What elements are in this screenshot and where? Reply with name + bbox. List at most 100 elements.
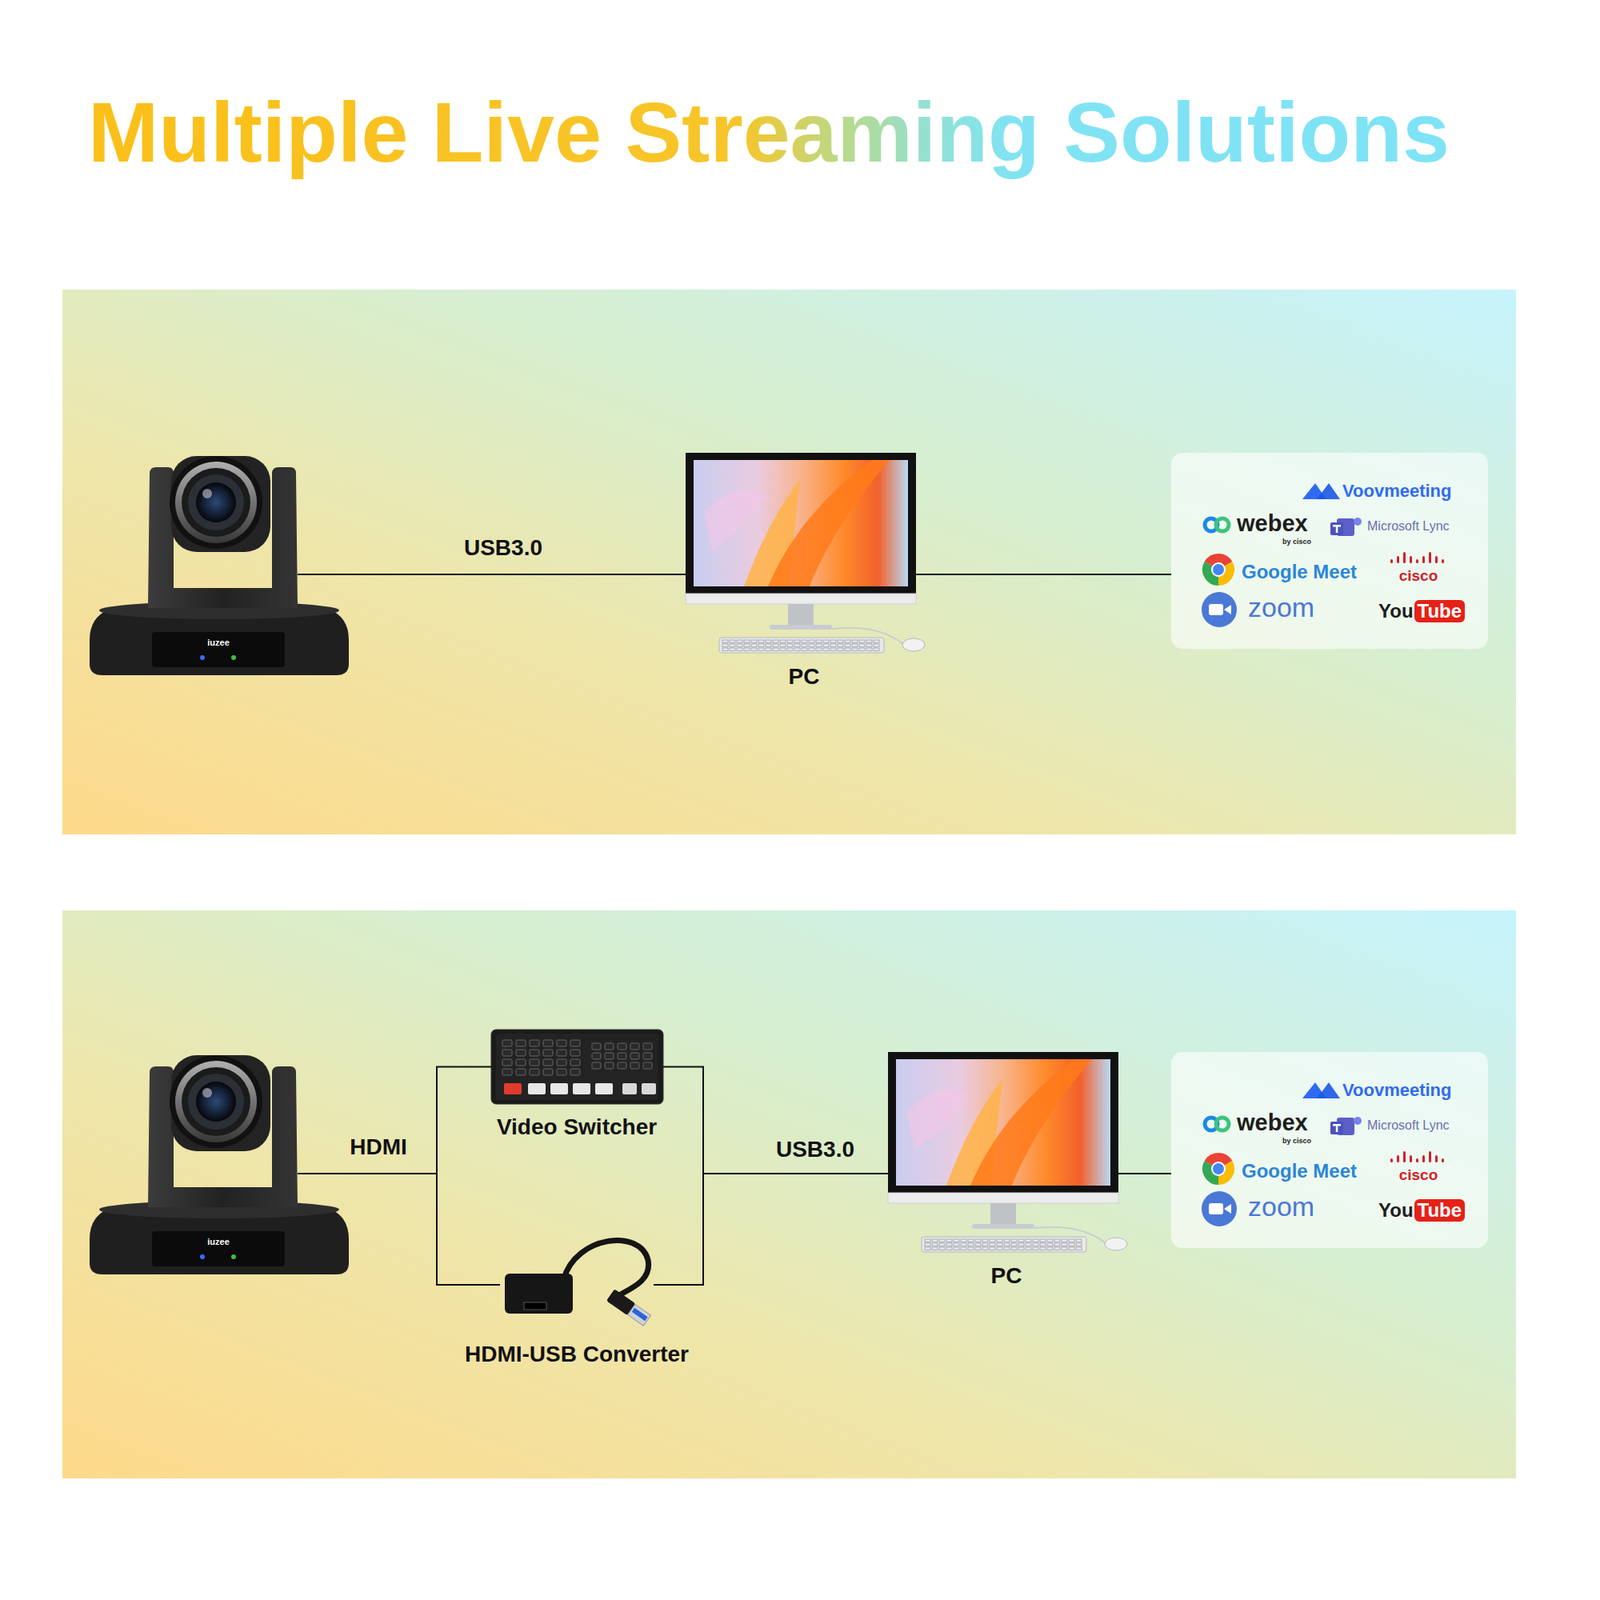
illustration-part — [816, 644, 822, 648]
illustration-part — [1032, 1243, 1039, 1247]
illustration-part — [946, 1239, 952, 1243]
platform-box: Voovmeetingwebexby ciscoMicrosoft LyncGo… — [1171, 452, 1488, 649]
illustration-part — [772, 648, 779, 652]
illustration-part — [1047, 1239, 1053, 1243]
illustration-part — [152, 632, 285, 668]
illustration-part — [808, 648, 815, 652]
illustration-part — [837, 648, 844, 652]
illustration-part — [823, 644, 829, 648]
illustration-part — [866, 640, 872, 644]
illustration-part — [968, 1247, 974, 1251]
illustration-part — [1004, 1243, 1010, 1247]
illustration-part — [529, 1068, 540, 1076]
illustration-part — [722, 644, 728, 648]
connector-line — [297, 1173, 500, 1285]
illustration-part — [524, 1302, 547, 1310]
illustration-part — [1435, 1155, 1438, 1163]
platform-name: zoom — [1248, 1191, 1315, 1223]
illustration-part — [502, 1059, 512, 1066]
illustration-part — [989, 1243, 996, 1247]
illustration-part — [924, 1239, 931, 1243]
illustration-part — [1336, 1124, 1339, 1132]
illustration-part — [196, 1081, 236, 1122]
illustration-part — [491, 1029, 664, 1104]
illustration-part — [604, 1043, 614, 1050]
illustration-part — [1201, 592, 1237, 628]
illustration-part — [939, 1243, 945, 1247]
illustration-part — [859, 640, 865, 644]
illustration-part — [529, 1059, 540, 1066]
pc-monitor — [888, 1052, 1128, 1252]
illustration-part — [632, 1308, 648, 1321]
illustration-part — [1040, 1239, 1046, 1243]
illustration-part — [169, 1055, 263, 1148]
background-panel — [62, 289, 1516, 835]
illustration-part — [704, 490, 768, 552]
illustration-part — [866, 644, 872, 648]
platform-name: Google Meet — [1241, 560, 1357, 584]
illustration-part — [1208, 604, 1224, 616]
illustration-part — [736, 640, 743, 644]
illustration-part — [982, 1239, 988, 1243]
illustration-part — [504, 1273, 573, 1314]
illustration-part — [617, 1052, 627, 1060]
illustration-part — [175, 461, 257, 544]
illustration-part — [516, 1049, 526, 1056]
connection-label: HDMI — [349, 1134, 408, 1160]
illustration-part — [758, 644, 764, 648]
illustration-part — [801, 640, 808, 644]
illustration-part — [830, 644, 836, 648]
illustration-part — [729, 644, 736, 648]
illustration-part — [801, 644, 808, 648]
illustration-part — [604, 1052, 614, 1060]
illustration-part — [1076, 1247, 1082, 1251]
hdmi-usb-converter-device — [504, 1240, 652, 1328]
ptz-camera: iuzee — [120, 452, 298, 607]
illustration-part — [1428, 1151, 1432, 1163]
illustration-part — [765, 648, 772, 652]
illustration-part — [982, 1247, 988, 1251]
illustration-part — [1011, 1239, 1017, 1243]
illustration-part — [975, 1239, 981, 1243]
pc-monitor: PC — [685, 452, 916, 604]
illustration-part — [1061, 1247, 1068, 1251]
illustration-part — [641, 1083, 656, 1095]
illustration-part — [1409, 1155, 1412, 1163]
illustration-part — [1054, 1239, 1060, 1243]
illustration-part — [1390, 559, 1393, 564]
background-panel — [62, 910, 1516, 1479]
illustration-part — [1104, 1237, 1128, 1251]
illustration-part — [169, 456, 263, 549]
connection-label: USB3.0 — [464, 535, 543, 561]
illustration-part — [570, 1068, 580, 1076]
platform-byline: by cisco — [1282, 537, 1312, 546]
illustration-part — [902, 638, 925, 652]
illustration-part — [196, 482, 236, 523]
illustration-part — [769, 624, 832, 630]
illustration-part — [823, 640, 829, 644]
illustration-part — [200, 655, 205, 660]
illustration-part — [1004, 1247, 1010, 1251]
illustration-part — [736, 644, 743, 648]
illustration-part — [787, 644, 793, 648]
illustration-part — [866, 648, 872, 652]
platform-name: Google Meet — [1241, 1160, 1357, 1183]
illustration-part — [780, 640, 786, 644]
illustration-part — [837, 640, 844, 644]
illustration-part — [794, 640, 800, 644]
illustration-part — [188, 1073, 244, 1130]
illustration-part — [543, 1059, 553, 1066]
illustration-part — [873, 640, 880, 644]
illustration-part — [1068, 1239, 1075, 1243]
illustration-part — [873, 644, 880, 648]
illustration-part — [564, 1240, 649, 1296]
illustration-part — [556, 1068, 567, 1076]
illustration-part — [543, 1049, 553, 1056]
illustration-part — [529, 1040, 540, 1047]
illustration-part — [1428, 552, 1432, 564]
ptz-camera: iuzee — [120, 1052, 298, 1206]
illustration-part — [808, 640, 815, 644]
